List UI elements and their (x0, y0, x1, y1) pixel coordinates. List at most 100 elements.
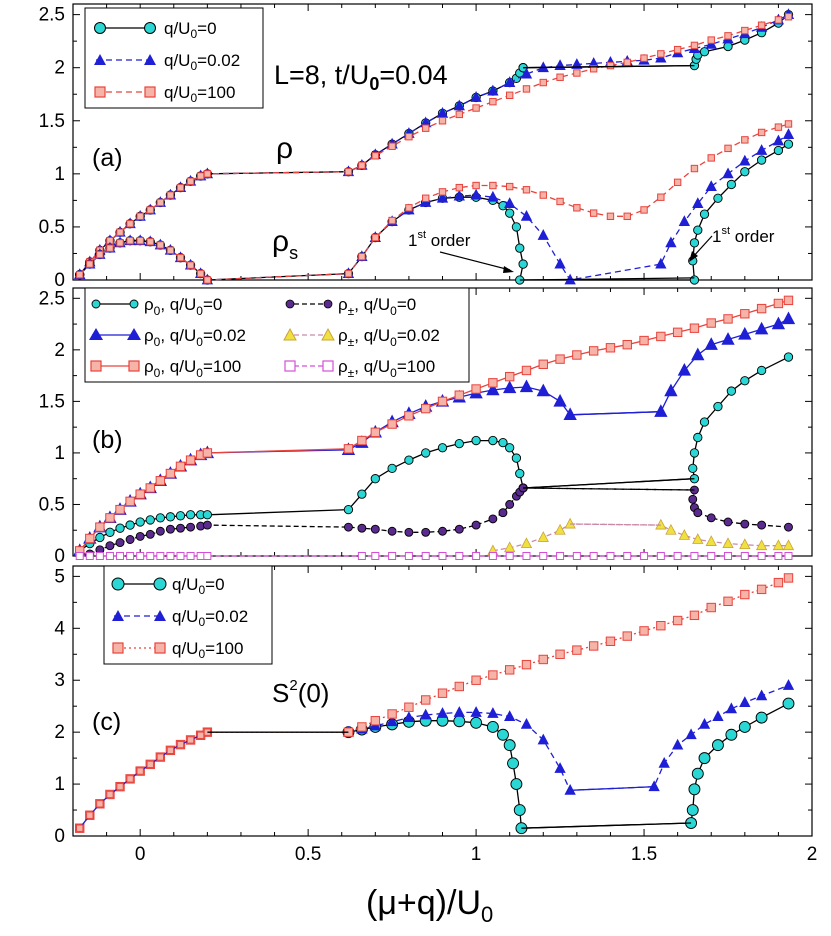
series-line (519, 277, 695, 281)
panel-a-legend-box (84, 7, 264, 109)
data-point (672, 327, 683, 338)
data-point (405, 204, 413, 212)
data-point (571, 58, 583, 69)
data-point (436, 191, 449, 203)
data-point (472, 181, 480, 190)
data-point (699, 209, 710, 219)
data-point (421, 527, 431, 537)
data-point (738, 721, 751, 733)
data-point (507, 757, 519, 770)
data-point (470, 91, 482, 102)
data-point (76, 824, 84, 832)
data-point (572, 645, 582, 655)
legend-b-label-5: ρ±, q/U0=0.02 (338, 326, 440, 349)
data-point (707, 154, 715, 162)
legend-c-key-1 (111, 577, 167, 591)
first-order-left-annotation: 1st order (408, 229, 471, 250)
data-point (344, 168, 353, 176)
series-line (79, 134, 789, 281)
data-point (404, 702, 414, 712)
data-point (773, 145, 784, 156)
data-point (404, 552, 413, 560)
data-point (740, 552, 749, 560)
data-point (504, 371, 515, 382)
data-point (784, 13, 793, 21)
legend-b-key-3 (90, 360, 140, 372)
data-point (707, 552, 716, 560)
data-point (515, 243, 525, 253)
data-point (115, 538, 125, 548)
data-point (155, 526, 165, 536)
x-tick-label: 2 (807, 844, 818, 865)
data-point (156, 198, 165, 207)
data-point (640, 552, 649, 560)
data-point (422, 194, 430, 202)
y-tick-label: 2 (54, 340, 65, 361)
data-point (707, 36, 715, 44)
data-point (185, 455, 196, 465)
data-point (196, 731, 205, 739)
data-point (756, 303, 767, 314)
data-point (740, 309, 750, 319)
data-point (115, 523, 125, 533)
data-point (116, 228, 124, 236)
data-point (203, 552, 212, 560)
y-tick-label: 4 (54, 618, 65, 639)
data-point (699, 417, 710, 427)
data-point (673, 45, 682, 54)
y-tick-label: 1 (54, 774, 65, 795)
data-point (145, 483, 155, 493)
legend-b-key-6 (284, 360, 334, 372)
data-point (539, 552, 548, 560)
data-point (86, 811, 94, 819)
data-point (105, 552, 114, 560)
data-point (454, 524, 464, 534)
data-point (438, 188, 447, 196)
data-point (470, 716, 483, 729)
data-point (487, 84, 499, 96)
data-point (438, 526, 447, 536)
data-point (422, 124, 430, 132)
data-point (371, 552, 380, 560)
series-line (79, 356, 789, 552)
data-point (556, 197, 564, 206)
data-point (537, 531, 549, 542)
data-point (487, 190, 499, 202)
data-point (772, 134, 785, 146)
data-point (640, 54, 648, 62)
data-point (639, 335, 649, 346)
data-point (774, 552, 783, 560)
data-point (96, 800, 104, 808)
data-point (186, 736, 195, 744)
data-point (404, 411, 414, 421)
data-point (505, 500, 515, 509)
data-point (648, 780, 660, 792)
data-point (665, 236, 677, 248)
data-point (488, 670, 498, 680)
data-point (712, 710, 724, 721)
data-point (388, 216, 396, 225)
data-point (453, 706, 465, 717)
data-point (554, 257, 566, 269)
data-point (671, 738, 684, 750)
data-point (358, 161, 366, 170)
data-point (739, 154, 751, 166)
data-point (126, 775, 134, 783)
data-point (537, 229, 549, 240)
data-point (556, 552, 565, 560)
data-point (724, 32, 732, 40)
panel-b-legend: ρ0, q/U0=0 ρ0, q/U0=0.02 ρ0, q/U0=100 ρ±… (84, 287, 470, 383)
data-point (690, 552, 699, 560)
data-point (520, 67, 533, 79)
x-axis-title: (μ+q)/U0 (366, 884, 493, 927)
data-point (455, 552, 464, 560)
data-point (692, 197, 704, 208)
data-point (520, 537, 533, 549)
data-point (388, 142, 396, 150)
data-point (357, 722, 367, 732)
data-point (522, 552, 531, 560)
data-point (387, 709, 397, 719)
data-point (454, 390, 464, 400)
data-point (453, 99, 465, 111)
data-point (135, 531, 145, 541)
